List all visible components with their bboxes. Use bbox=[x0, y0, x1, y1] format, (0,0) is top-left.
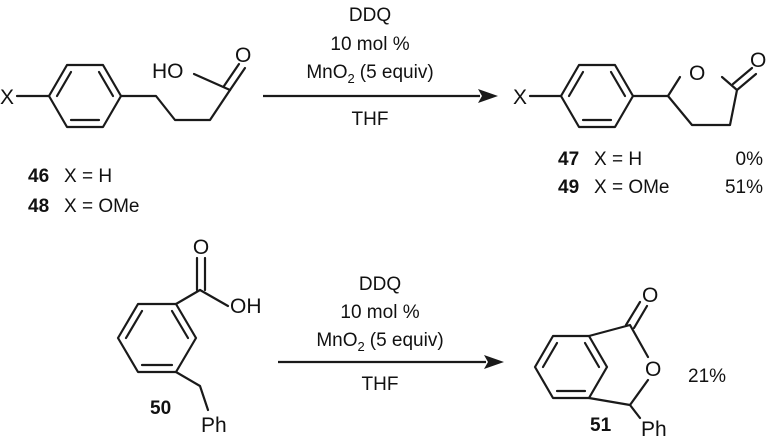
reaction-arrow-head bbox=[478, 89, 498, 103]
lactone-carbonyl-b bbox=[632, 304, 649, 330]
benzene-inner-bonds bbox=[567, 70, 627, 122]
substituent-x-label: X bbox=[513, 86, 527, 109]
carbonyl-bond-a bbox=[228, 66, 247, 92]
reactant-labels: 46 X = H 48 X = OMe bbox=[28, 166, 140, 217]
benzyl-ph-label: Ph bbox=[201, 414, 227, 437]
benzene-ring bbox=[47, 63, 123, 129]
reactant-46-48: X HO O bbox=[0, 44, 251, 129]
substituent-x-label: X bbox=[0, 86, 14, 109]
aryl-carboxyl-bond bbox=[174, 288, 202, 306]
oxidant: MnO2(5 equiv) bbox=[306, 62, 433, 86]
compound-46-definition: X = H bbox=[64, 166, 112, 187]
reaction-1-conditions: DDQ 10 mol % MnO2(5 equiv) THF bbox=[263, 5, 498, 130]
oxidant: MnO2(5 equiv) bbox=[316, 330, 443, 354]
compound-51-number: 51 bbox=[590, 415, 612, 436]
compound-50-number: 50 bbox=[150, 398, 171, 419]
hydroxyl-label: HO bbox=[152, 60, 184, 83]
carbonyl-o-label: O bbox=[642, 284, 658, 307]
ring-o-label: O bbox=[689, 62, 705, 85]
c-oh-bond bbox=[192, 72, 232, 92]
solvent-thf: THF bbox=[362, 374, 399, 395]
carbonyl-o-label: O bbox=[235, 44, 251, 67]
lactone-carbonyl-a bbox=[624, 300, 642, 327]
compound-48-definition: X = OMe bbox=[64, 196, 140, 217]
compound-49-number: 49 bbox=[558, 177, 579, 198]
benzene-inner-bonds bbox=[55, 70, 115, 122]
benzyl-chain bbox=[174, 370, 210, 412]
compound-49-definition: X = OMe bbox=[594, 177, 670, 198]
benzene-ring bbox=[116, 302, 198, 374]
compound-51-yield: 21% bbox=[688, 366, 726, 387]
reaction-2-conditions: DDQ 10 mol % MnO2(5 equiv) THF bbox=[278, 274, 504, 395]
reaction-arrow-head bbox=[484, 355, 504, 369]
lactone-ring bbox=[587, 323, 650, 359]
reaction-2: O OH Ph 50 DDQ 10 mol % MnO2(5 equiv) TH… bbox=[116, 236, 726, 440]
product-47-49: X O O bbox=[513, 49, 766, 129]
carbonyl-bond-b bbox=[222, 62, 241, 88]
lactone-carbonyl-a bbox=[735, 72, 758, 92]
compound-47-definition: X = H bbox=[594, 149, 642, 170]
ring-o-label: O bbox=[645, 358, 661, 381]
lactone-ring bbox=[666, 75, 739, 127]
product-51: O O Ph 51 21% bbox=[533, 284, 726, 440]
compound-47-yield: 0% bbox=[736, 149, 764, 170]
reactant-50: O OH Ph 50 bbox=[116, 236, 262, 437]
reagent-ddq: DDQ bbox=[359, 274, 401, 295]
product-labels: 47 X = H 0% 49 X = OMe 51% bbox=[558, 149, 763, 198]
aryl-ph-label: Ph bbox=[641, 418, 667, 440]
catalyst-loading: 10 mol % bbox=[330, 34, 409, 55]
benzene-ring bbox=[559, 63, 635, 129]
carbonyl-o-label: O bbox=[193, 236, 209, 259]
carbonyl-o-label: O bbox=[750, 49, 766, 72]
hydroxyl-label: OH bbox=[230, 295, 262, 318]
compound-46-number: 46 bbox=[28, 166, 49, 187]
catalyst-loading: 10 mol % bbox=[340, 302, 419, 323]
reaction-1: X HO O 46 X = H 48 X = OMe DDQ 10 mol bbox=[0, 5, 766, 217]
propyl-chain bbox=[119, 88, 232, 122]
benzene-inner-bonds bbox=[124, 309, 190, 367]
compound-47-number: 47 bbox=[558, 149, 579, 170]
c-oh-bond bbox=[198, 288, 230, 308]
compound-49-yield: 51% bbox=[725, 177, 763, 198]
compound-48-number: 48 bbox=[28, 196, 49, 217]
benzene-inner-bonds bbox=[541, 341, 601, 393]
reagent-ddq: DDQ bbox=[349, 5, 391, 26]
lactone-carbonyl-b bbox=[731, 66, 754, 86]
benzene-ring bbox=[533, 334, 609, 400]
solvent-thf: THF bbox=[352, 109, 389, 130]
c-ph-bond bbox=[628, 403, 642, 420]
